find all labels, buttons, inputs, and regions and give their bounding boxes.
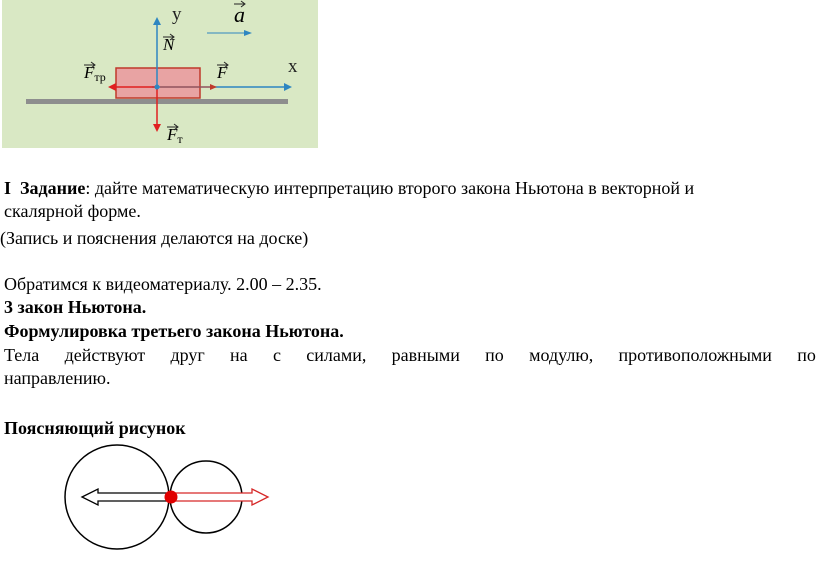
board-note: (Запись и пояснения делаются на доске) <box>0 228 309 248</box>
contact-point <box>164 490 178 504</box>
vector-F-label: F <box>217 61 229 82</box>
vector-a-label: a <box>234 0 246 27</box>
law-formulation-heading: Формулировка третьего закона Ньютона. <box>4 321 344 341</box>
law-title: 3 закон Ньютона. <box>4 297 147 317</box>
task-number: I <box>4 178 12 198</box>
task-text: : дайте математическую интерпретацию вто… <box>85 178 695 198</box>
task-label: Задание <box>20 178 86 198</box>
third-law-figure <box>62 440 282 560</box>
figure-title: Поясняющий рисунок <box>4 418 186 438</box>
task-text-continued: скалярной форме. <box>4 201 141 221</box>
right-force-arrow <box>173 487 270 507</box>
vector-gravity-label: Fт <box>167 123 183 146</box>
vector-friction-label: Fтр <box>84 61 106 84</box>
law-statement: Тела действуют друг на с силами, равными… <box>4 344 816 390</box>
x-axis-label: x <box>288 56 298 77</box>
vector-N-label: N <box>163 33 175 54</box>
video-reference: Обратимся к видеоматериалу. 2.00 – 2.35. <box>4 274 322 294</box>
block <box>115 67 201 99</box>
law-statement-line-1: Тела действуют друг на с силами, равными… <box>4 345 816 365</box>
y-axis-label: y <box>172 4 182 25</box>
force-diagram: y x a N F Fтр Fт <box>2 0 318 148</box>
task-line: I Задание: дайте математическую интерпре… <box>4 177 694 199</box>
left-force-arrow <box>80 487 169 507</box>
law-statement-line-2: направлению. <box>4 368 111 388</box>
